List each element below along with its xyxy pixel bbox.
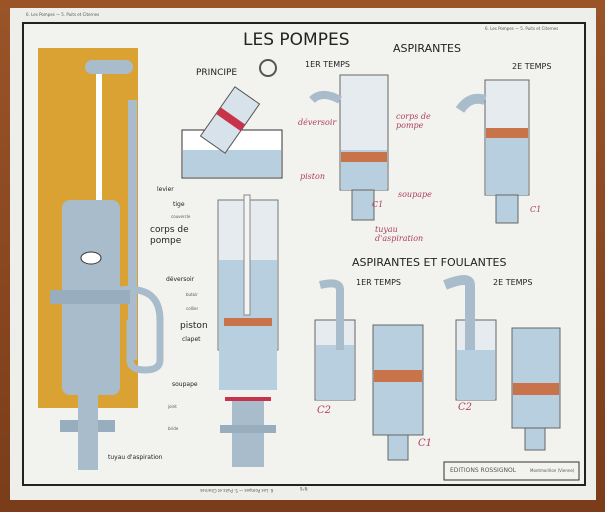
- label-couvercle: couvercle: [171, 214, 191, 219]
- label-piston: piston: [180, 321, 208, 331]
- section-piston: [224, 318, 272, 326]
- foul1-pipe: [387, 434, 409, 461]
- publisher-name: EDITIONS ROSSIGNOL: [450, 467, 517, 474]
- margin-caption-top-right: 6. Les Pompes — 5. Puits et Citernes: [485, 26, 559, 31]
- label-joint: joint: [168, 404, 177, 409]
- foul1-piston: [374, 370, 422, 382]
- principe-piston: [215, 107, 246, 132]
- publisher-box: [443, 461, 580, 481]
- foul2-riser: [443, 275, 475, 350]
- heading-temps2: 2E TEMPS: [512, 62, 552, 71]
- label-clapet: clapet: [182, 336, 201, 343]
- margin-caption-top-left: 6. Les Pompes — 5. Puits et Citernes: [26, 12, 100, 17]
- suction-pipe: [78, 395, 98, 470]
- label-pompe: pompe: [150, 236, 182, 246]
- asp1-pipe: [351, 189, 375, 221]
- handwritten-soupape: soupape: [398, 190, 432, 199]
- label-collier: collier: [186, 306, 199, 311]
- label-tige: tige: [173, 201, 185, 208]
- pump-eye: [80, 251, 102, 265]
- handwritten-corps: corps de pompe: [396, 112, 431, 130]
- handwritten-tuyau: tuyau d'aspiration: [375, 225, 424, 243]
- foul2-piston: [513, 383, 559, 395]
- label-butoir: butoir: [186, 292, 198, 297]
- section-valve: [225, 397, 271, 401]
- heading-aspirantes: ASPIRANTES: [393, 42, 461, 55]
- asp2-piston: [486, 128, 528, 138]
- pump-rod: [96, 60, 102, 210]
- asp2-pipe: [495, 194, 519, 224]
- handwritten-deversoir: déversoir: [298, 118, 337, 127]
- foul1-riser: [319, 279, 344, 350]
- label-deversoir: déversoir: [166, 276, 195, 283]
- handwritten-c1-foul: C1: [418, 438, 433, 449]
- lever-arm: [128, 100, 137, 360]
- handwritten-c2-foul2: C2: [458, 402, 473, 413]
- publisher-city: Montmorillon (Vienne): [530, 468, 575, 473]
- heading-temps2b: 2E TEMPS: [493, 278, 533, 287]
- section-rod: [243, 194, 251, 316]
- foul2-pipe: [524, 427, 546, 451]
- asp1-piston: [341, 152, 387, 162]
- lever-head: [85, 60, 133, 74]
- principe-ring: [259, 59, 277, 77]
- principe-water: [183, 150, 281, 177]
- label-bride: bride: [168, 426, 179, 431]
- label-soupape: soupape: [172, 381, 198, 388]
- pump-flange: [50, 290, 130, 304]
- asp2-spout: [455, 93, 487, 113]
- handwritten-piston: piston: [300, 172, 325, 181]
- foul2-water: [457, 350, 495, 400]
- handwritten-c1: C1: [372, 200, 384, 209]
- foul1-water: [316, 345, 354, 400]
- heading-temps1b: 1ER TEMPS: [356, 278, 401, 287]
- page-title: LES POMPES: [243, 30, 350, 50]
- asp1-spout: [309, 91, 342, 104]
- section-flange: [220, 425, 276, 433]
- asp2-water: [486, 130, 528, 195]
- heading-aspirantes-foulantes: ASPIRANTES ET FOULANTES: [352, 256, 507, 269]
- sheet-number: N°6: [300, 486, 308, 491]
- foul2-cylinder: [511, 327, 561, 429]
- heading-principe: PRINCIPE: [196, 68, 238, 78]
- handwritten-c2: C2: [317, 405, 332, 416]
- heading-temps1: 1ER TEMPS: [305, 60, 350, 69]
- lever-handle: [119, 285, 164, 374]
- handwritten-c1-temps2: C1: [530, 205, 542, 214]
- label-corps: corps de: [150, 225, 189, 235]
- label-tuyau: tuyau d'aspiration: [108, 454, 163, 461]
- label-levier: levier: [157, 186, 174, 193]
